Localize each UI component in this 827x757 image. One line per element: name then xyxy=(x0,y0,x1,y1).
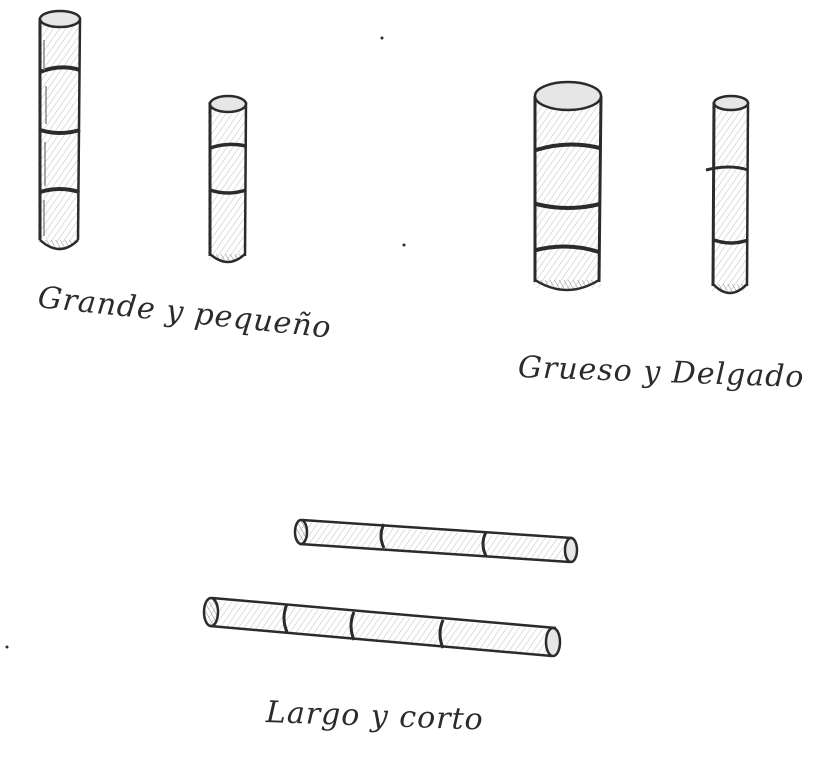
stray-dot xyxy=(403,244,406,247)
short-horizontal-stick xyxy=(295,520,577,562)
long-horizontal-stick xyxy=(204,598,560,656)
stray-dot xyxy=(381,37,384,40)
short-stick xyxy=(208,96,246,262)
tall-stick xyxy=(38,11,80,249)
stray-dot xyxy=(6,646,9,649)
thick-stick xyxy=(533,82,601,290)
thin-stick xyxy=(706,96,748,293)
